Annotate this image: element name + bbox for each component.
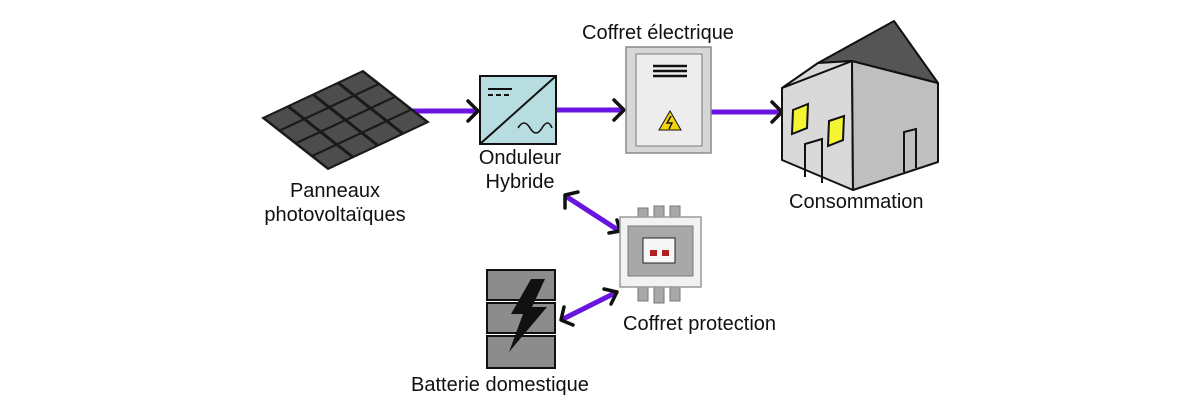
arrowhead-inverter-input <box>466 99 480 123</box>
solar-cell <box>306 108 344 131</box>
connector-battery-to-protection <box>560 290 618 322</box>
house-label: Consommation <box>789 191 924 213</box>
protection-label: Coffret protection <box>623 313 777 335</box>
battery-label: Batterie domestique <box>411 374 589 396</box>
solar-label-line1: Panneaux <box>289 180 381 202</box>
solar-cell <box>339 134 376 156</box>
electrical-panel-icon <box>625 46 712 154</box>
solar-cell <box>297 133 335 155</box>
solar-label: Panneaux photovoltaïques <box>245 179 425 227</box>
connectors <box>407 98 784 327</box>
house-icon <box>781 20 939 191</box>
solar-cell <box>290 95 327 118</box>
battery-icon <box>486 269 556 369</box>
solar-cell <box>314 145 351 168</box>
panel-label: Coffret électrique <box>582 22 734 44</box>
solar-cell <box>356 85 394 107</box>
solar-panel-icon <box>261 69 430 171</box>
solar-cell <box>340 72 377 95</box>
solar-cell <box>372 97 410 120</box>
inverter-label-line2: Hybride <box>485 171 555 193</box>
solar-cell <box>331 96 369 119</box>
solar-cell <box>389 110 426 133</box>
solar-cell <box>364 122 401 145</box>
inverter-icon <box>479 75 557 145</box>
solar-cell <box>322 121 360 144</box>
arrowhead-panel-input <box>612 98 626 122</box>
inverter-label: Onduleur Hybride <box>455 146 585 194</box>
solar-cell <box>315 84 352 106</box>
connector-inverter-to-protection <box>564 194 621 233</box>
protection-box-icon <box>619 205 702 304</box>
solar-cell <box>265 107 302 130</box>
solar-cell <box>347 109 385 132</box>
solar-cell <box>281 120 319 143</box>
arrowhead-inverter-return <box>563 190 580 210</box>
solar-label-line2: photovoltaïques <box>264 204 406 226</box>
arrowhead-battery-input <box>559 305 575 327</box>
inverter-label-line1: Onduleur <box>478 147 562 169</box>
arrowhead-protection-battery-side <box>602 287 619 306</box>
